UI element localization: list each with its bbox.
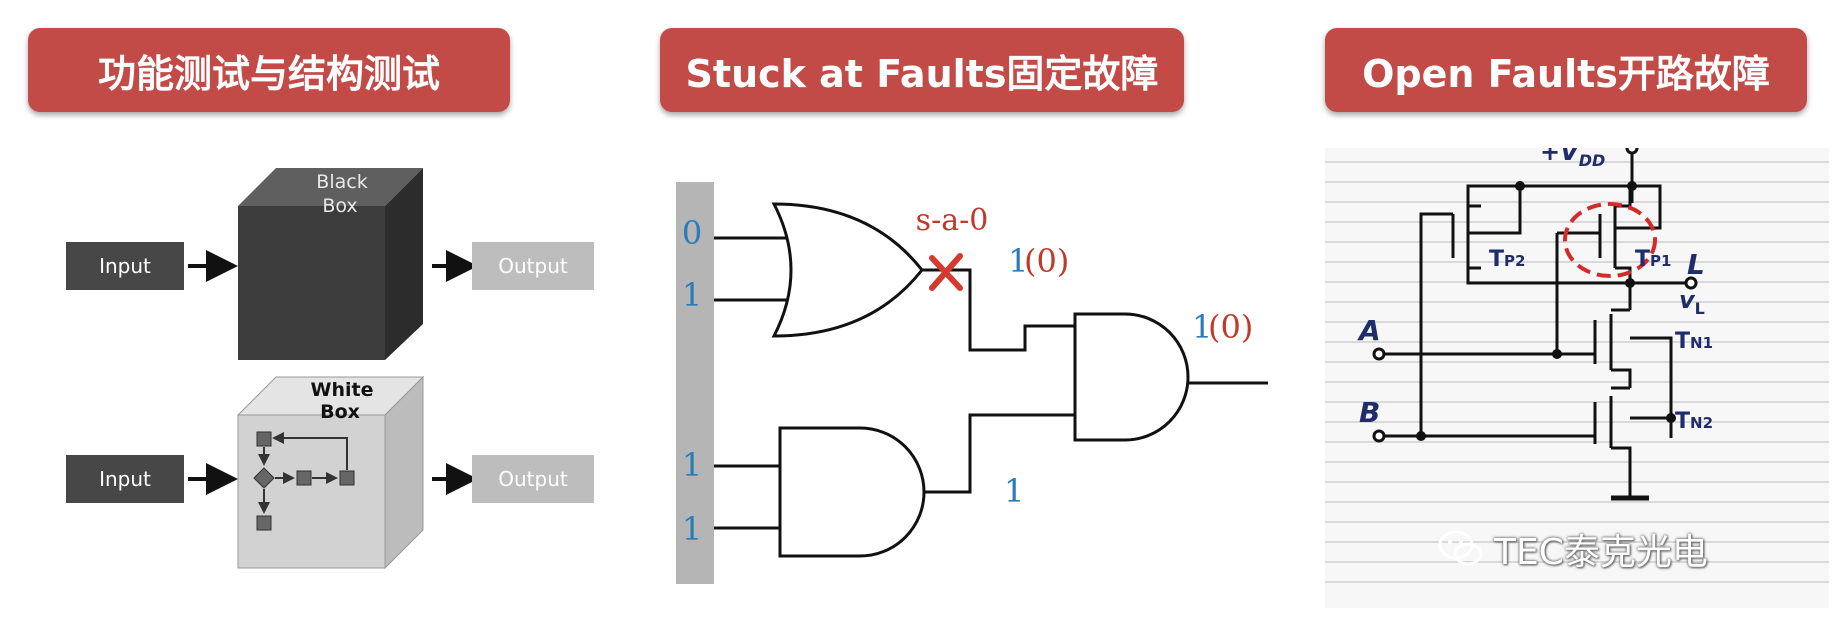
input-box <box>66 242 184 290</box>
black-box-label-2: Box <box>322 195 357 217</box>
input-value-b: 1 <box>682 276 702 314</box>
fault-label: s-a-0 <box>916 203 989 238</box>
output-label: Output <box>498 467 568 491</box>
watermark: TEC泰克光电 <box>1438 523 1708 575</box>
logic-wires <box>714 236 1268 530</box>
input-value-a: 0 <box>682 214 702 252</box>
white-box-label-2: Box <box>320 401 360 423</box>
open-fault-highlight <box>1563 202 1657 278</box>
vdd-label: +VDD <box>1540 148 1605 170</box>
output-label: Output <box>498 254 568 278</box>
functional-structural-diagram: Input Black Box Output Input White Box <box>66 168 594 570</box>
black-box-cube-front <box>238 206 385 360</box>
input-label: Input <box>99 467 151 491</box>
input-b-label: B <box>1359 396 1380 429</box>
internal-flow-diagram <box>253 431 355 531</box>
input-label: Input <box>99 254 151 278</box>
watermark-text: TEC泰克光电 <box>1494 532 1708 573</box>
internal-flow-arrows <box>258 432 348 514</box>
output-box <box>472 455 594 503</box>
output-l-label: L <box>1687 248 1705 281</box>
panel3-title: Open Faults开路故障 <box>1325 28 1807 112</box>
wechat-icon <box>1438 530 1483 566</box>
input-b-terminal <box>1372 429 1386 443</box>
tn2-label: TN2 <box>1675 409 1713 434</box>
black-box-cube-side <box>385 168 423 360</box>
panel1-title: 功能测试与结构测试 <box>28 28 510 112</box>
svg-text:(0): (0) <box>1208 308 1253 346</box>
stuck-at-fault-diagram: 0 1 1 1 s-a-0 1 (0) 1 1 (0) <box>676 182 1268 584</box>
input-value-c: 1 <box>682 446 702 484</box>
panel2-title: Stuck at Faults固定故障 <box>660 28 1184 112</box>
svg-text:1: 1 <box>1008 242 1028 280</box>
output-terminal <box>1684 276 1698 290</box>
input-a-terminal <box>1372 347 1386 361</box>
vdd-terminal <box>1625 148 1639 155</box>
input-bus <box>676 182 714 584</box>
black-box-label: Black <box>316 171 367 193</box>
white-box-label: White <box>311 379 374 401</box>
input-value-d: 1 <box>682 510 702 548</box>
and-gate-lower <box>778 426 926 558</box>
scan-lines <box>1325 161 1829 583</box>
final-output-value: 1 (0) <box>1192 308 1253 346</box>
and-gate-final <box>1073 312 1190 442</box>
tn1-label: TN1 <box>1675 329 1713 354</box>
or-gate <box>771 202 924 338</box>
fault-x-icon <box>929 253 963 291</box>
svg-text:1: 1 <box>1192 308 1212 346</box>
output-vl-label: vL <box>1679 286 1705 318</box>
input-a-label: A <box>1357 314 1381 347</box>
output-box <box>472 242 594 290</box>
terminal-circles <box>1372 148 1698 443</box>
open-fault-circuit-diagram: +VDD A B L vL TP2 TP1 TN1 TN2 <box>1325 148 1829 608</box>
tp1-label: TP1 <box>1635 247 1671 272</box>
or-output-value: 1 (0) <box>1008 242 1069 280</box>
circuit-nodes <box>1416 181 1676 441</box>
tp2-label: TP2 <box>1489 247 1525 272</box>
and-output-value: 1 <box>1004 472 1024 510</box>
svg-text:(0): (0) <box>1024 242 1069 280</box>
black-box-cube-top <box>238 168 423 206</box>
circuit-background <box>1325 148 1829 608</box>
input-box <box>66 455 184 503</box>
white-box-row: Input White Box Output <box>66 375 594 570</box>
black-box-row: Input Black Box Output <box>66 168 594 360</box>
